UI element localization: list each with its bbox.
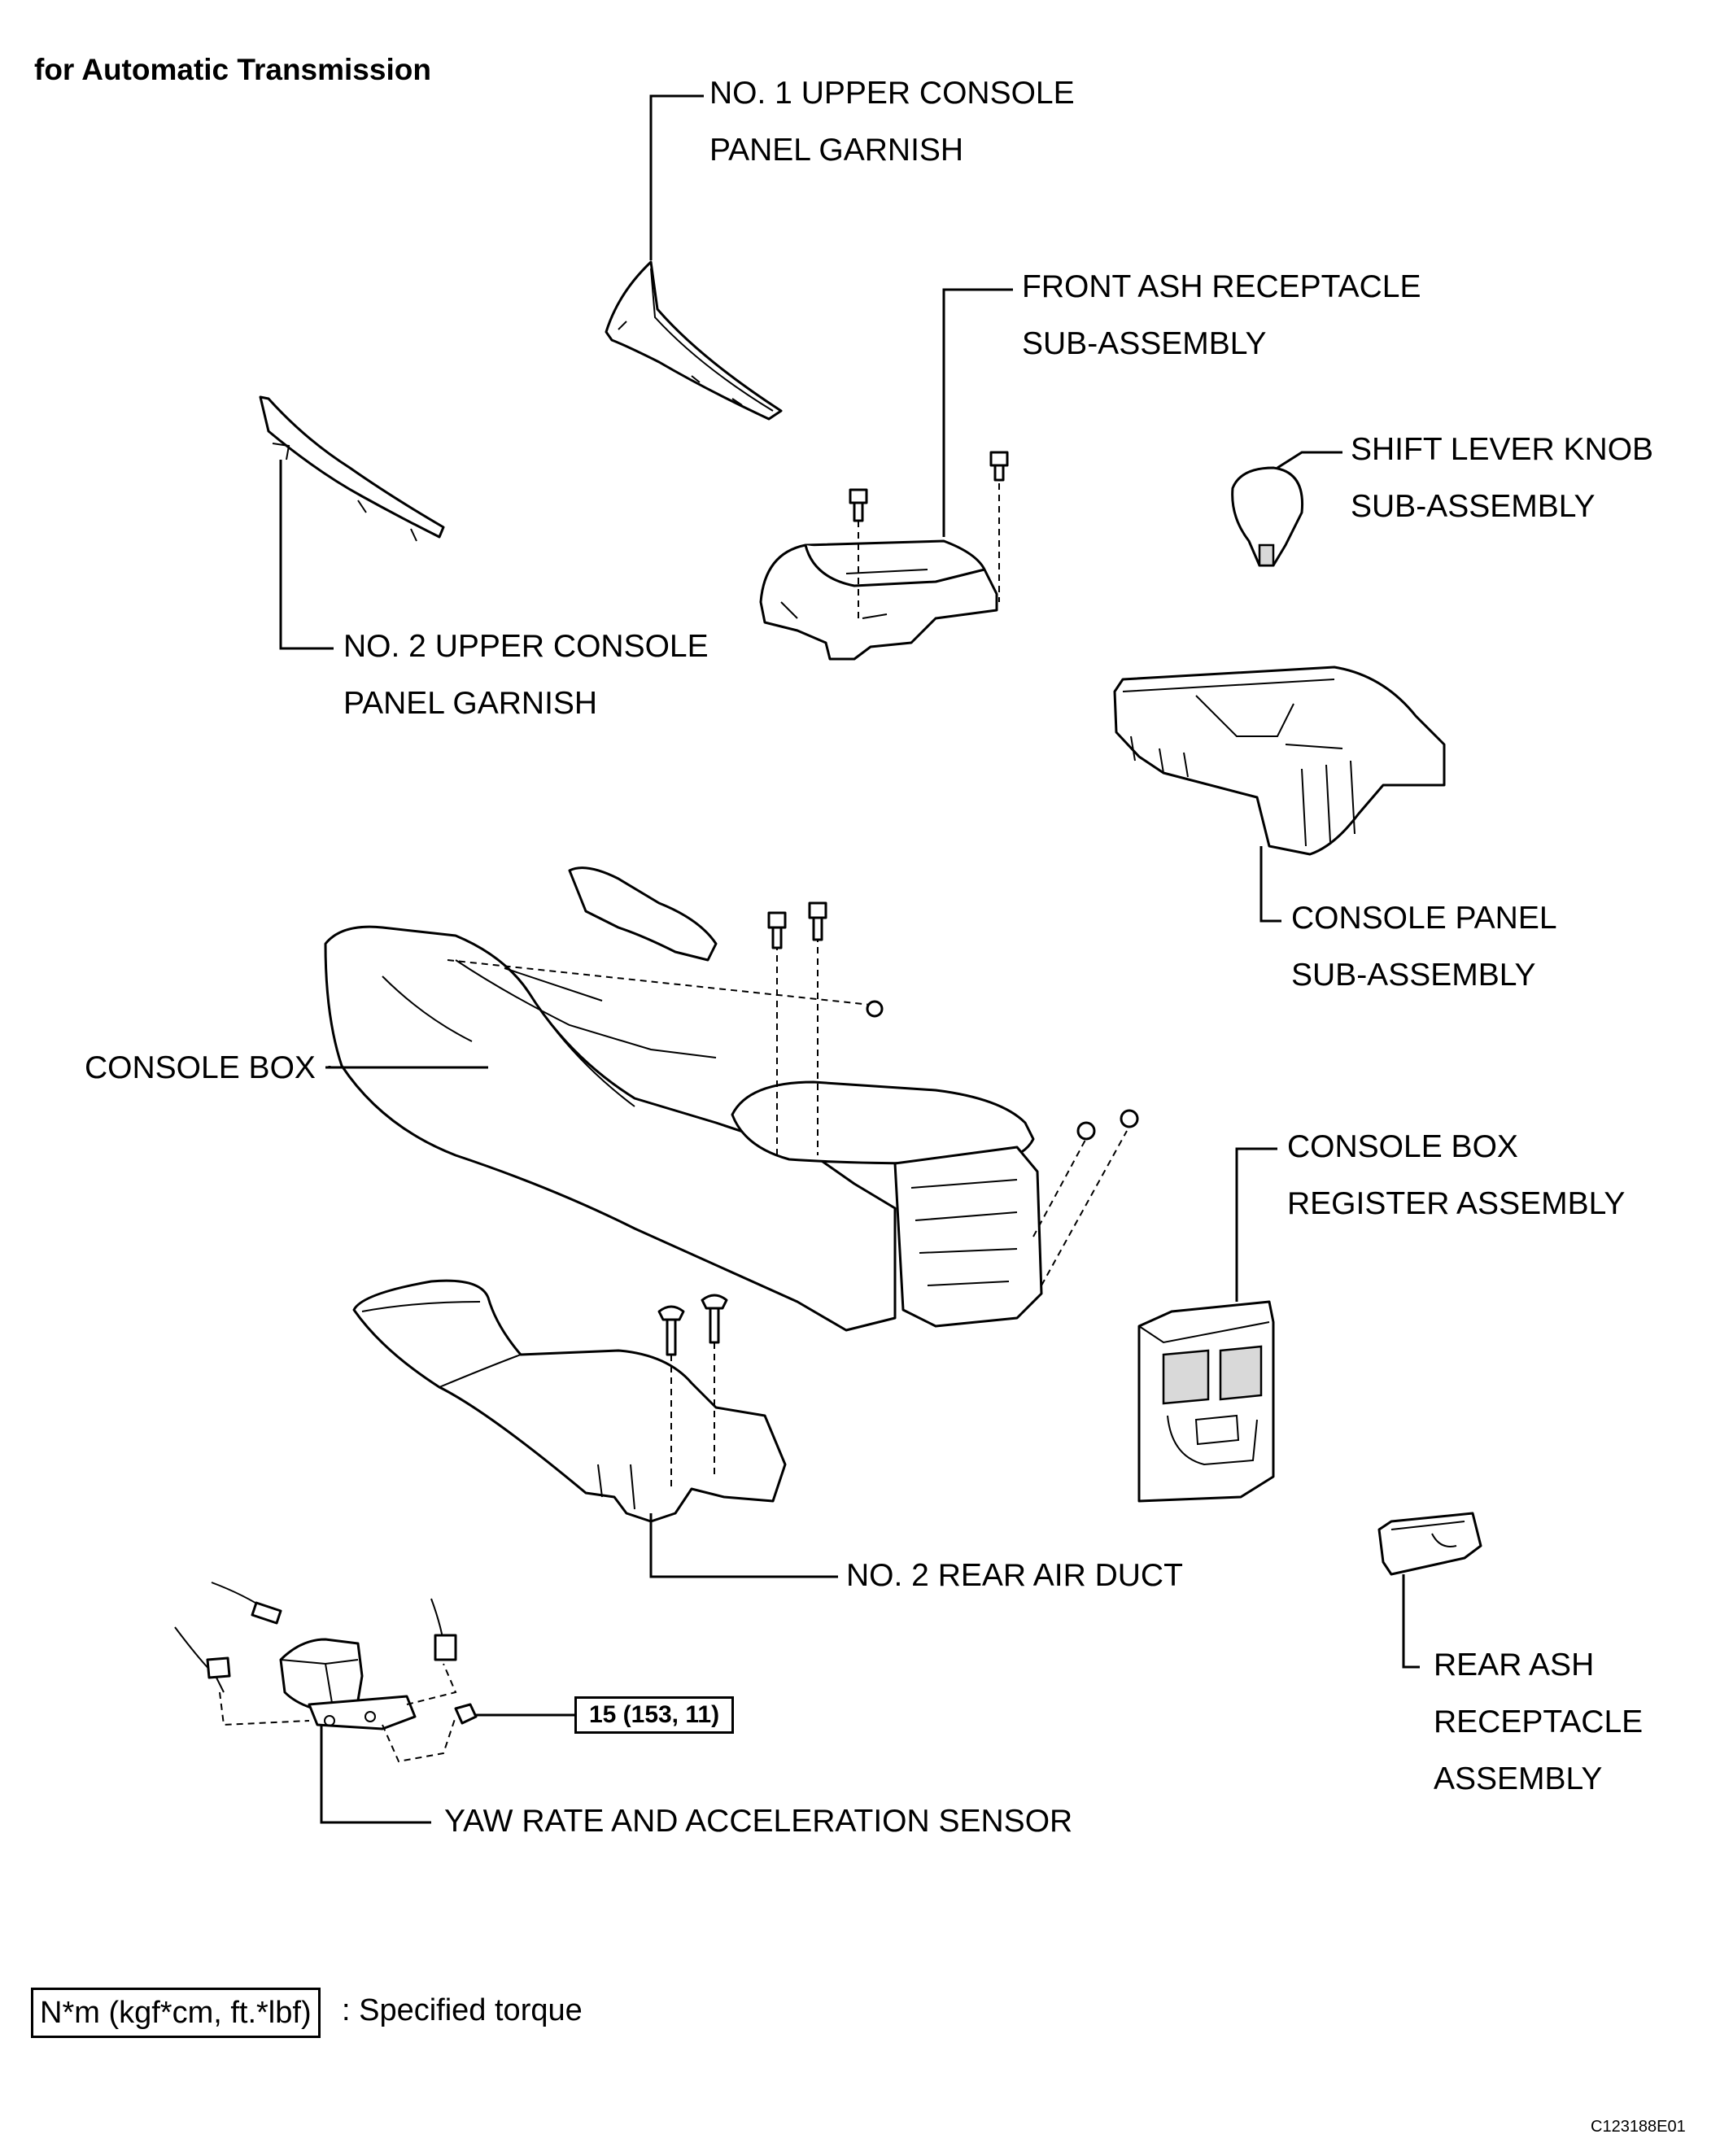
label-line: SHIFT LEVER KNOB [1351, 432, 1654, 467]
label-front-ash-receptacle: FRONT ASH RECEPTACLE SUB-ASSEMBLY [1022, 259, 1421, 373]
label-line: PANEL GARNISH [343, 686, 598, 721]
label-line: CONSOLE BOX [1287, 1129, 1518, 1164]
label-console-box: CONSOLE BOX [85, 1050, 316, 1085]
rear-air-duct-part [352, 1279, 787, 1523]
legend-torque-units: N*m (kgf*cm, ft.*lbf) [31, 1988, 321, 2038]
label-line: NO. 1 UPPER CONSOLE [709, 76, 1075, 111]
label-line: PANEL GARNISH [709, 133, 964, 168]
console-box-part [324, 866, 1139, 1332]
label-line: SUB-ASSEMBLY [1351, 489, 1596, 524]
label-line: REGISTER ASSEMBLY [1287, 1186, 1626, 1221]
console-panel-part [1113, 666, 1446, 856]
label-no2-rear-air-duct: NO. 2 REAR AIR DUCT [846, 1558, 1183, 1593]
label-line: FRONT ASH RECEPTACLE [1022, 269, 1421, 304]
figure-code: C123188E01 [1591, 2118, 1686, 2136]
label-line: SUB-ASSEMBLY [1291, 958, 1536, 993]
label-yaw-rate-sensor: YAW RATE AND ACCELERATION SENSOR [444, 1804, 1073, 1839]
label-line: SUB-ASSEMBLY [1022, 326, 1267, 361]
label-no1-upper-console-garnish: NO. 1 UPPER CONSOLE PANEL GARNISH [709, 65, 1075, 179]
label-line: RECEPTACLE [1434, 1704, 1644, 1739]
no2-upper-garnish-part [259, 395, 445, 542]
register-assembly-part [1137, 1300, 1275, 1503]
label-line: CONSOLE PANEL [1291, 901, 1557, 936]
leader-lines [279, 94, 1420, 1824]
label-line: REAR ASH [1434, 1648, 1595, 1682]
label-no2-upper-console-garnish: NO. 2 UPPER CONSOLE PANEL GARNISH [343, 618, 709, 732]
label-console-box-register: CONSOLE BOX REGISTER ASSEMBLY [1287, 1119, 1625, 1233]
rear-ash-receptacle-part [1377, 1512, 1482, 1576]
diagram-heading: for Automatic Transmission [34, 53, 431, 86]
label-line: NO. 2 UPPER CONSOLE [343, 629, 709, 664]
yaw-sensor-part [174, 1582, 478, 1763]
label-rear-ash-receptacle: REAR ASH RECEPTACLE ASSEMBLY [1434, 1637, 1643, 1808]
label-console-panel: CONSOLE PANEL SUB-ASSEMBLY [1291, 890, 1557, 1004]
front-ash-receptacle-part [759, 451, 1009, 661]
no1-upper-garnish-part [605, 260, 783, 421]
torque-spec-box: 15 (153, 11) [574, 1696, 734, 1734]
label-line: ASSEMBLY [1434, 1761, 1603, 1796]
legend-description: : Specified torque [342, 1993, 583, 2027]
shift-lever-knob-part [1231, 466, 1304, 567]
label-shift-lever-knob: SHIFT LEVER KNOB SUB-ASSEMBLY [1351, 421, 1653, 535]
